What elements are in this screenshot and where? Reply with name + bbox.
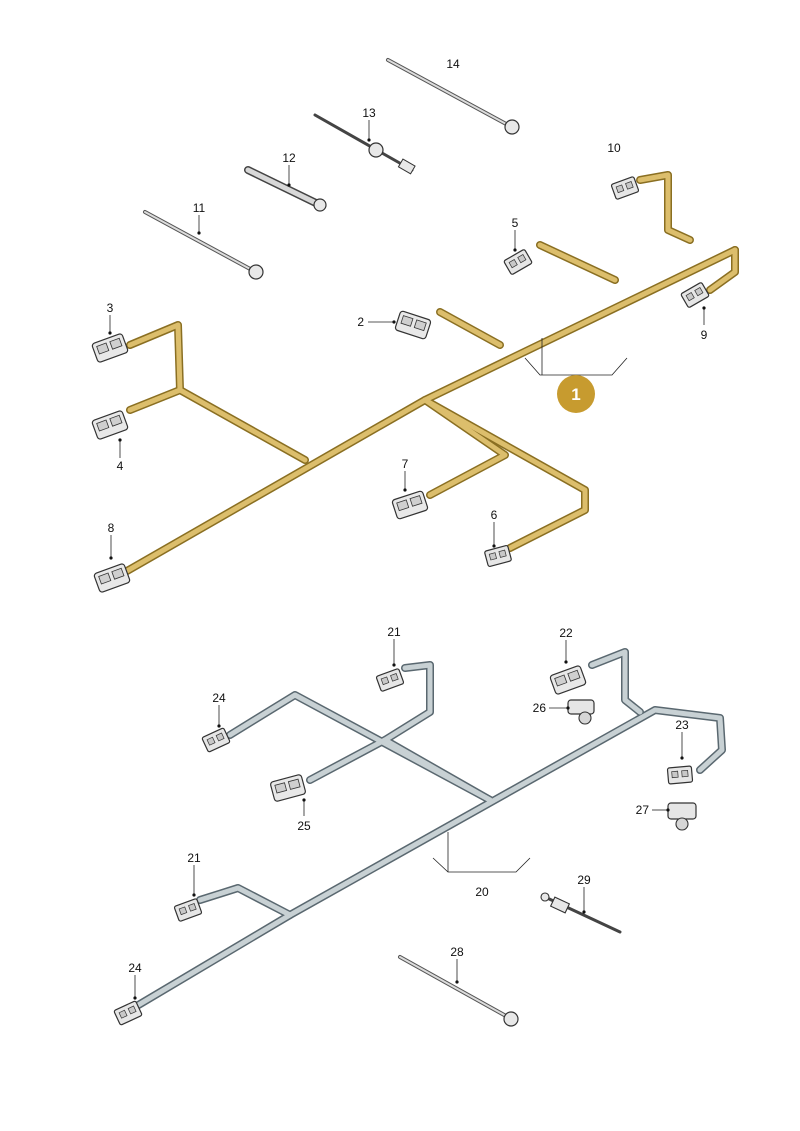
connector-22 <box>548 664 588 696</box>
callout-label: 26 <box>533 701 547 715</box>
callout-13: 13 <box>362 106 376 142</box>
connector-21-lower <box>173 897 203 923</box>
assembly-badge: 1 <box>557 375 595 413</box>
connector-3 <box>90 332 130 364</box>
callout-label: 2 <box>357 315 364 329</box>
callout-label: 23 <box>675 718 689 732</box>
harness-wires <box>116 171 739 579</box>
clip-29 <box>540 892 622 934</box>
callout-label: 13 <box>362 106 376 120</box>
connector-6 <box>483 544 513 568</box>
callout-4: 4 <box>117 438 124 473</box>
connector-24-upper <box>201 727 231 753</box>
clip-27 <box>667 802 697 831</box>
assembly-bracket-20 <box>432 832 531 873</box>
callout-20: 20 <box>475 885 489 899</box>
cable-tie-11 <box>143 210 264 280</box>
callout-5: 5 <box>512 216 519 252</box>
connector-2 <box>394 309 432 341</box>
callout-label: 27 <box>636 803 650 817</box>
callout-21-lower: 21 <box>187 851 201 897</box>
harness-wires <box>126 648 726 1014</box>
callout-24-lower: 24 <box>128 961 142 1000</box>
callout-label: 21 <box>187 851 201 865</box>
clip-13 <box>313 113 416 175</box>
callout-9: 9 <box>701 306 708 342</box>
connector-25 <box>269 773 307 803</box>
callout-label: 3 <box>107 301 114 315</box>
callout-7: 7 <box>402 457 409 492</box>
callout-24-upper: 24 <box>212 691 226 728</box>
callout-label: 5 <box>512 216 519 230</box>
callout-6: 6 <box>491 508 498 548</box>
callout-label: 14 <box>446 57 460 71</box>
connector-5 <box>503 248 533 276</box>
connector-23 <box>666 765 694 785</box>
clip-26 <box>567 699 595 725</box>
callout-label: 10 <box>607 141 621 155</box>
callout-23: 23 <box>675 718 689 760</box>
callout-14: 14 <box>446 57 460 71</box>
connector-4 <box>90 409 130 441</box>
callout-label: 25 <box>297 819 311 833</box>
callout-12: 12 <box>282 151 296 187</box>
callout-2: 2 <box>357 315 396 329</box>
callout-22: 22 <box>559 626 573 664</box>
upper-harness: 1 2 3 4 5 6 7 8 <box>90 57 739 594</box>
cable-clip-12 <box>244 166 327 212</box>
connector-9 <box>680 281 710 309</box>
callout-label: 6 <box>491 508 498 522</box>
callout-label: 8 <box>108 521 115 535</box>
callout-8: 8 <box>108 521 115 560</box>
callout-26: 26 <box>533 701 570 715</box>
callout-3: 3 <box>107 301 114 335</box>
callout-label: 12 <box>282 151 296 165</box>
callout-label: 21 <box>387 625 401 639</box>
callout-28: 28 <box>450 945 464 984</box>
assembly-badge-label: 1 <box>571 385 580 404</box>
lower-harness: 20 21 21 22 23 24 24 25 <box>113 625 726 1027</box>
callout-27: 27 <box>636 803 670 817</box>
callout-label: 7 <box>402 457 409 471</box>
callout-29: 29 <box>577 873 591 914</box>
callout-label: 29 <box>577 873 591 887</box>
callout-10: 10 <box>607 141 621 155</box>
connector-8 <box>92 562 132 594</box>
connector-7 <box>391 489 429 521</box>
connector-10 <box>610 175 640 201</box>
callout-label: 11 <box>193 201 206 215</box>
callout-21-upper: 21 <box>387 625 401 667</box>
callout-label: 24 <box>128 961 142 975</box>
callout-label: 28 <box>450 945 464 959</box>
cable-tie-14 <box>386 58 520 135</box>
connector-21-upper <box>375 667 405 693</box>
callout-label: 4 <box>117 459 124 473</box>
callout-11: 11 <box>193 201 206 235</box>
callout-25: 25 <box>297 798 311 833</box>
callout-label: 22 <box>559 626 573 640</box>
callout-label: 20 <box>475 885 489 899</box>
cable-tie-28 <box>398 955 519 1027</box>
callout-label: 9 <box>701 328 708 342</box>
callout-label: 24 <box>212 691 226 705</box>
